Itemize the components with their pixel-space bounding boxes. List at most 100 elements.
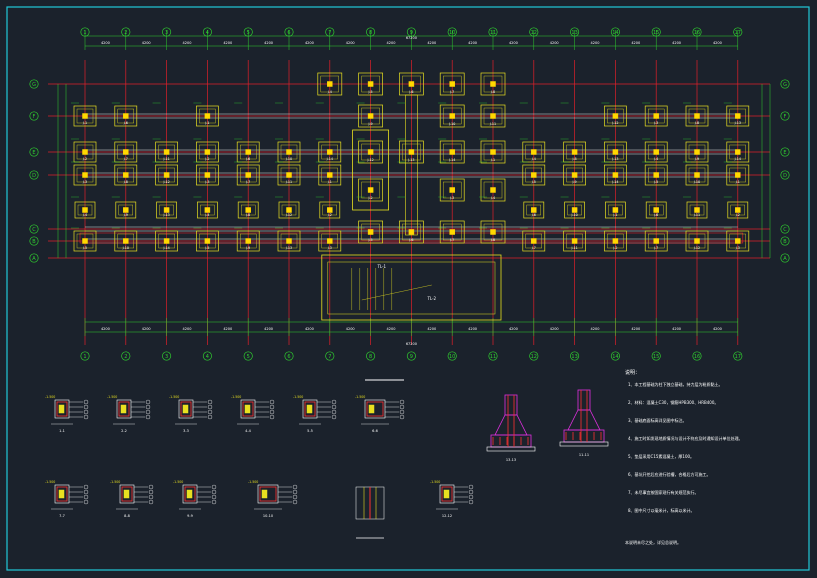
column	[490, 229, 496, 235]
column	[571, 207, 578, 213]
footing-step	[607, 144, 624, 160]
footing-step	[199, 108, 216, 124]
footing-tag: J-4	[82, 213, 87, 217]
axis-bubble-C	[780, 224, 790, 234]
footing-tag: J-2	[204, 157, 209, 161]
detail-outline	[54, 399, 70, 419]
dim-text: 4200	[183, 41, 192, 45]
detail-label: 8-8	[124, 514, 130, 518]
column	[327, 172, 333, 178]
dim-text: 4200	[509, 41, 518, 45]
footing-tag: J-12	[285, 213, 292, 217]
elevation-tag: -1.500	[293, 395, 303, 399]
detail-column	[443, 489, 450, 499]
axis-bubble-8	[366, 351, 376, 361]
footing	[358, 72, 383, 96]
footing-tag: J-13	[407, 158, 414, 162]
footing	[480, 140, 506, 164]
leader-bubble	[83, 414, 89, 420]
detail-column	[261, 489, 268, 499]
footing	[358, 104, 383, 128]
footing-tag: J-13	[611, 157, 618, 161]
footing-step	[199, 144, 216, 160]
dim-text: 4200	[183, 327, 192, 331]
leader-bubble	[83, 499, 89, 505]
axis-bubble-6	[284, 27, 294, 37]
axis-bubble-9	[406, 351, 416, 361]
footing-tag: J-2	[735, 213, 740, 217]
axis-label-C: C	[783, 227, 787, 233]
footing-step	[525, 144, 542, 160]
section-pier	[504, 394, 518, 416]
column	[123, 172, 129, 178]
detail-outline	[119, 484, 135, 504]
footing-tag: J-10	[448, 122, 455, 126]
axis-bubble-14	[610, 27, 620, 37]
dim-text: 4200	[142, 327, 151, 331]
footing	[73, 105, 97, 127]
axis-label-5: 5	[247, 30, 250, 36]
detail-label: 1-1	[59, 429, 65, 433]
footing-step	[199, 167, 216, 183]
leader-bubble	[83, 409, 89, 415]
footing	[564, 201, 585, 219]
footing-step	[117, 167, 135, 183]
stair-tag: TL-2	[427, 296, 437, 301]
dim-text: 4200	[550, 41, 559, 45]
leader-bubble	[148, 489, 154, 495]
footing-tag: J-12	[611, 121, 618, 125]
elevation-tag: -1.500	[45, 480, 55, 484]
axis-label-9: 9	[410, 30, 413, 36]
footing-tag: J-10	[693, 180, 700, 184]
footing-tag: J-12	[693, 246, 700, 250]
footing	[196, 164, 219, 186]
footing-tag: J-9	[123, 213, 128, 217]
footing	[727, 201, 749, 219]
footing	[277, 141, 301, 163]
footing	[358, 140, 383, 164]
axis-bubble-16	[692, 27, 702, 37]
footing-step	[483, 223, 503, 241]
footing-tag: J-1	[612, 213, 617, 217]
axis-bubble-3	[162, 351, 172, 361]
column	[245, 207, 251, 213]
column	[653, 172, 659, 178]
footing	[685, 164, 709, 186]
column	[735, 113, 741, 119]
axis-label-D: D	[783, 173, 787, 179]
leader-bubble	[331, 409, 337, 415]
axis-label-G: G	[783, 82, 787, 88]
footing-tag: J-5	[204, 246, 209, 250]
detail-column	[244, 404, 251, 414]
column	[408, 81, 415, 87]
footing-step	[321, 233, 338, 249]
column	[612, 238, 619, 244]
axis-bubble-13	[570, 351, 580, 361]
axis-label-17: 17	[735, 354, 741, 360]
footing	[726, 164, 750, 186]
footing	[439, 104, 465, 128]
footing	[563, 141, 586, 163]
detail-label: 10-10	[263, 514, 273, 518]
axis-bubble-17	[733, 351, 743, 361]
leader-bubble	[292, 484, 298, 490]
footing-step	[608, 204, 623, 216]
column	[449, 113, 455, 119]
dim-text: 4200	[631, 327, 640, 331]
axis-label-A: A	[783, 256, 787, 262]
footing-step	[729, 144, 746, 160]
detail-column	[306, 404, 313, 414]
footing-step	[322, 204, 337, 216]
footing-step	[689, 204, 705, 216]
footing-step	[280, 167, 298, 183]
footing-step	[483, 181, 503, 199]
column	[163, 207, 170, 213]
footing-step	[688, 144, 706, 160]
column	[204, 172, 211, 178]
core-wall	[405, 94, 418, 236]
footing-tag: J-13	[734, 121, 741, 125]
footing-tag: J-12	[162, 180, 169, 184]
axis-bubble-A	[29, 253, 39, 263]
footing-step	[239, 233, 257, 249]
footing-step	[159, 204, 174, 216]
